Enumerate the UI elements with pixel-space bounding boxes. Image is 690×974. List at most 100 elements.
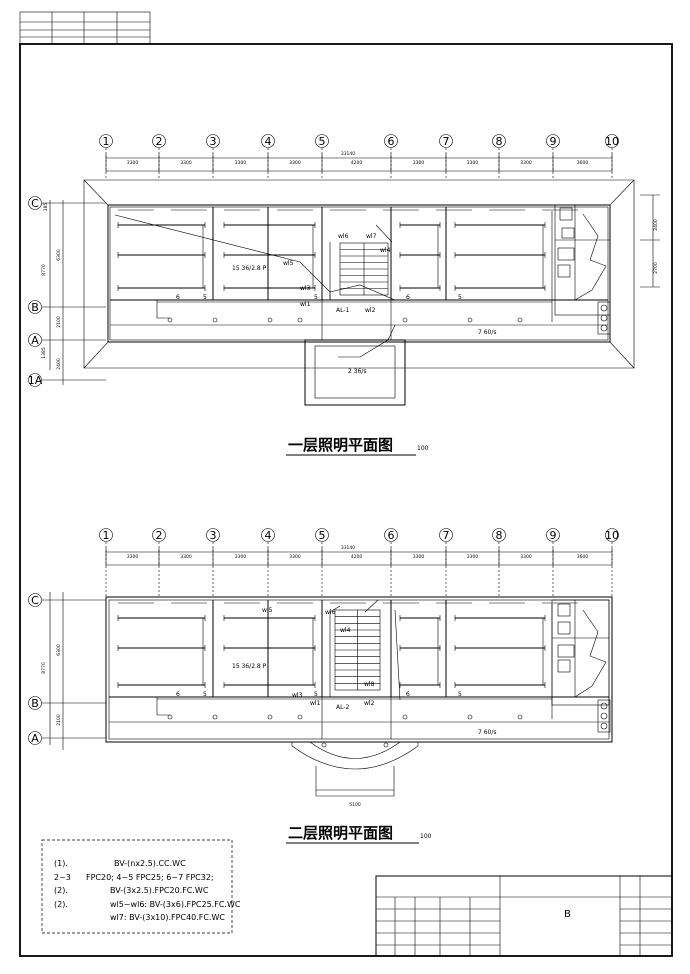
- bay-dimension: 3300: [467, 160, 479, 166]
- floor1-right-dim-0: 2400: [653, 219, 659, 231]
- grid-axis-label: 4: [265, 135, 272, 148]
- bay-dimension: 3300: [520, 160, 532, 166]
- wiring-notes: (1). BV-(nx2.5).CC.WC 2~3 FPC20; 4~5 FPC…: [41, 839, 241, 934]
- grid-axis-label: 10: [605, 135, 619, 148]
- grid-axis-label: 1: [103, 135, 110, 148]
- ceiling-light: [167, 317, 173, 323]
- grid-axis-label: 8: [496, 529, 503, 542]
- side-dimension: 185: [43, 203, 49, 212]
- floor1-circuit-3: wl4: [380, 247, 391, 254]
- note-label-0: (1).: [54, 859, 68, 868]
- floor2-circuit-5: wl2: [364, 700, 375, 707]
- side-dimension: 2100: [56, 316, 62, 328]
- floor1-title: 一层照明平面图: [288, 436, 393, 454]
- grid-axis-label: 1: [103, 529, 110, 542]
- bay-dimension: 3300: [180, 554, 192, 560]
- grid-axis-bubble: [206, 528, 220, 542]
- ceiling-light: [267, 714, 273, 720]
- floor1-panel-label: AL-1: [336, 307, 350, 314]
- floor1-room-label-2: 5: [314, 294, 318, 301]
- floor1-stair: [339, 242, 389, 296]
- side-dimension: 6300: [56, 249, 62, 261]
- ceiling-light: [467, 317, 473, 323]
- note-text-0: BV-(nx2.5).CC.WC: [114, 859, 186, 868]
- bay-dimension: 3300: [127, 160, 139, 166]
- bay-dimension: 3300: [235, 160, 247, 166]
- row-axis-bubble: [28, 696, 42, 710]
- sheet-frame: [19, 11, 673, 957]
- grid-axis-label: 8: [496, 135, 503, 148]
- grid-axis-bubble: [546, 134, 560, 148]
- grid-axis-label: 5: [319, 529, 326, 542]
- row-axis-bubble: [28, 731, 42, 745]
- floor1-room-label-1: 5: [203, 294, 207, 301]
- floor1-right-dim-1: 2700: [653, 262, 659, 274]
- grid-axis-label: 7: [443, 135, 450, 148]
- floor1-circuit-4: wl1: [300, 301, 311, 308]
- bay-dimension: 3300: [127, 554, 139, 560]
- floor1-room-label-3: 6: [406, 294, 410, 301]
- grid-axis-bubble: [99, 528, 113, 542]
- grid-axis-bubble: [384, 134, 398, 148]
- note-label-2: (2).: [54, 886, 68, 895]
- row-axis-bubble: [28, 373, 42, 387]
- grid-axis-bubble: [315, 134, 329, 148]
- grid-axis-bubble: [261, 528, 275, 542]
- bay-dimension: 3300: [235, 554, 247, 560]
- floor2-panel-label: AL-2: [336, 704, 350, 711]
- floor1-circuit-5: wl2: [365, 307, 376, 314]
- row-axis-bubble: [28, 300, 42, 314]
- floor1-toilet: [554, 204, 611, 335]
- floor1-circuit-6: wl3: [300, 285, 311, 292]
- grid-axis-label: 6: [388, 135, 395, 148]
- row-axis-label: 1A: [28, 374, 43, 387]
- floor2-circuit-6: wl3: [292, 692, 303, 699]
- grid-axis-label: 3: [210, 529, 217, 542]
- floor2-circuit-4: wl1: [310, 700, 321, 707]
- side-dimension: 2400: [56, 358, 62, 370]
- grid-axis-label: 10: [605, 529, 619, 542]
- floor2-room-label-0: 6: [176, 691, 180, 698]
- grid-axis-label: 7: [443, 529, 450, 542]
- floor1-room-label-4: 5: [458, 294, 462, 301]
- row-axis-label: A: [31, 732, 39, 745]
- grid-axis-bubble: [206, 134, 220, 148]
- floor2-room-label-4: 5: [458, 691, 462, 698]
- bay-dimension: 3300: [289, 160, 301, 166]
- ceiling-light: [267, 317, 273, 323]
- grid-axis-bubble: [261, 134, 275, 148]
- floor2-stair: [334, 609, 381, 691]
- side-dimension: 6300: [56, 644, 62, 656]
- row-axis-label: C: [31, 594, 39, 607]
- floor2-room-label-2: 5: [314, 691, 318, 698]
- title-block: B: [375, 875, 673, 957]
- floor2-bottom-dim: 5100: [349, 802, 361, 808]
- grid-axis-label: 4: [265, 529, 272, 542]
- bay-dimension: 3600: [577, 554, 589, 560]
- floor2-title: 二层照明平面图: [288, 824, 393, 842]
- side-dimension: 1385: [41, 347, 47, 359]
- floor1-fixture-note-2: 2 36/s: [348, 368, 367, 375]
- grid-axis-label: 2: [156, 529, 163, 542]
- grid-axis-label: 2: [156, 135, 163, 148]
- note-text-1: FPC20; 4~5 FPC25; 6~7 FPC32;: [86, 873, 214, 882]
- floor1-total-dim: 33140: [341, 151, 355, 157]
- note-label-1: 2~3: [54, 873, 71, 882]
- row-axis-bubble: [28, 333, 42, 347]
- floor2-circuit-2: wl4: [340, 627, 351, 634]
- grid-axis-bubble: [546, 528, 560, 542]
- floor1-scale: 100: [417, 445, 429, 452]
- ceiling-light: [297, 714, 303, 720]
- bay-dimension: 3300: [180, 160, 192, 166]
- grid-axis-bubble: [384, 528, 398, 542]
- grid-axis-bubble: [152, 134, 166, 148]
- row-axis-label: B: [31, 697, 39, 710]
- grid-axis-label: 5: [319, 135, 326, 148]
- floor2-circuit-1: wl6: [325, 609, 336, 616]
- ceiling-light: [517, 714, 523, 720]
- floor2-toilet: [551, 599, 611, 733]
- bay-dimension: 3300: [467, 554, 479, 560]
